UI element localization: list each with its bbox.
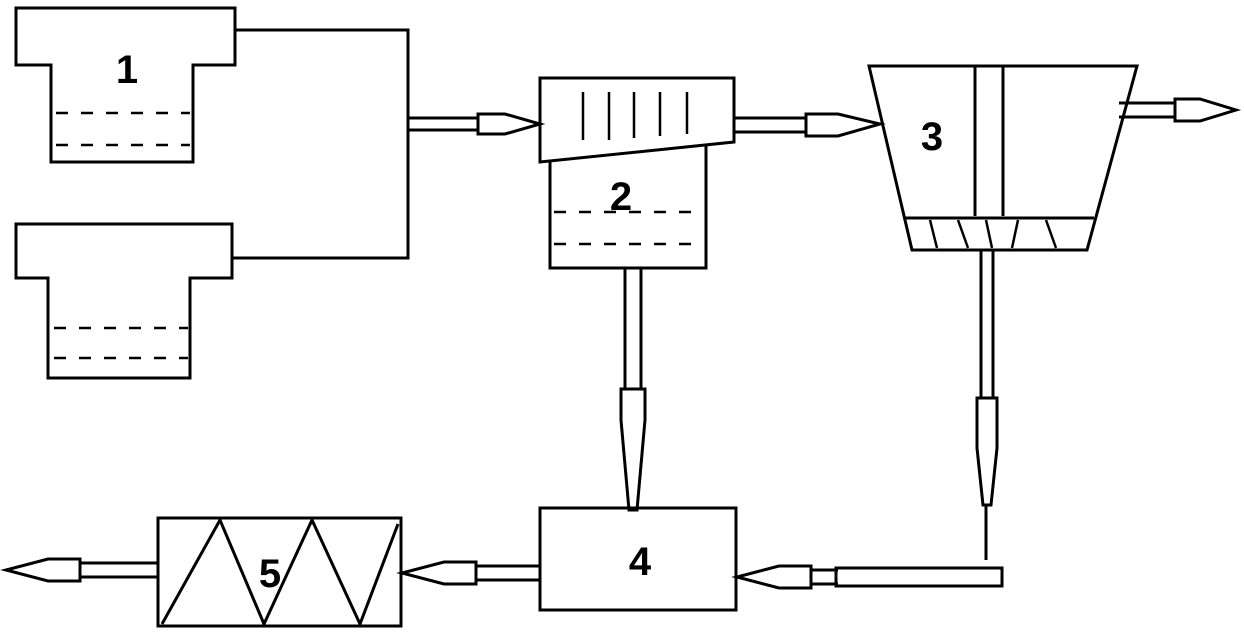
unit-2-label: 2 [610, 175, 632, 219]
tank-1-label: 1 [116, 48, 138, 92]
unit-5-label: 5 [259, 552, 281, 596]
pipe-return-to-unit-4 [731, 564, 1004, 590]
feed-pipe-to-unit-2 [408, 112, 546, 136]
pipe-unit-2-to-unit-3 [734, 112, 886, 138]
outlet-unit-3 [1119, 97, 1242, 123]
pipe-unit-2-to-unit-4 [619, 268, 647, 512]
pipe-unit-4-to-unit-5 [396, 560, 540, 586]
unit-3-label: 3 [921, 115, 943, 159]
unit-4: 4 [538, 506, 738, 612]
pipe-unit-3-down [975, 250, 999, 560]
outlet-unit-5 [0, 557, 158, 583]
tank-bottom [14, 222, 234, 380]
unit-3: 3 [867, 64, 1139, 252]
unit-5: 5 [156, 516, 403, 628]
tank-1-top: 1 [14, 6, 237, 164]
unit-2: 2 [538, 76, 736, 270]
feed-lines [232, 28, 410, 260]
unit-4-label: 4 [629, 540, 652, 584]
